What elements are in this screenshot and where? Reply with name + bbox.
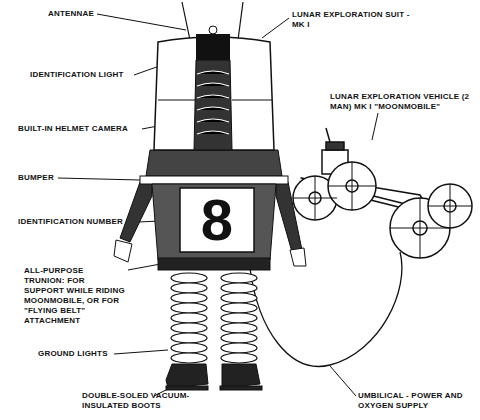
legs <box>171 273 257 363</box>
callout-label: UMBILICAL - POWER AND OXYGEN SUPPLY <box>358 391 468 411</box>
boots <box>166 364 262 390</box>
helmet <box>154 26 274 150</box>
callout-label: IDENTIFICATION LIGHT <box>30 70 140 80</box>
callout-label: LUNAR EXPLORATION VEHICLE (2 MAN) MK I "… <box>330 92 475 112</box>
torso <box>140 150 288 270</box>
identification-number: 8 <box>182 190 252 250</box>
callout-label: LUNAR EXPLORATION SUIT - MK I <box>292 10 422 30</box>
moonmobile <box>293 128 472 258</box>
callout-label: BUMPER <box>18 173 68 183</box>
antennae <box>182 2 243 40</box>
callout-label: ALL-PURPOSE TRUNION: FOR SUPPORT WHILE R… <box>24 266 126 326</box>
arms <box>114 176 306 266</box>
callout-label: DOUBLE-SOLED VACUUM-INSULATED BOOTS <box>82 391 210 411</box>
callout-label: BUILT-IN HELMET CAMERA <box>18 124 148 134</box>
callout-label: ANTENNAE <box>48 9 108 19</box>
callout-label: GROUND LIGHTS <box>38 349 118 359</box>
umbilical-cable <box>250 252 402 366</box>
callout-label: IDENTIFICATION NUMBER <box>18 217 148 227</box>
